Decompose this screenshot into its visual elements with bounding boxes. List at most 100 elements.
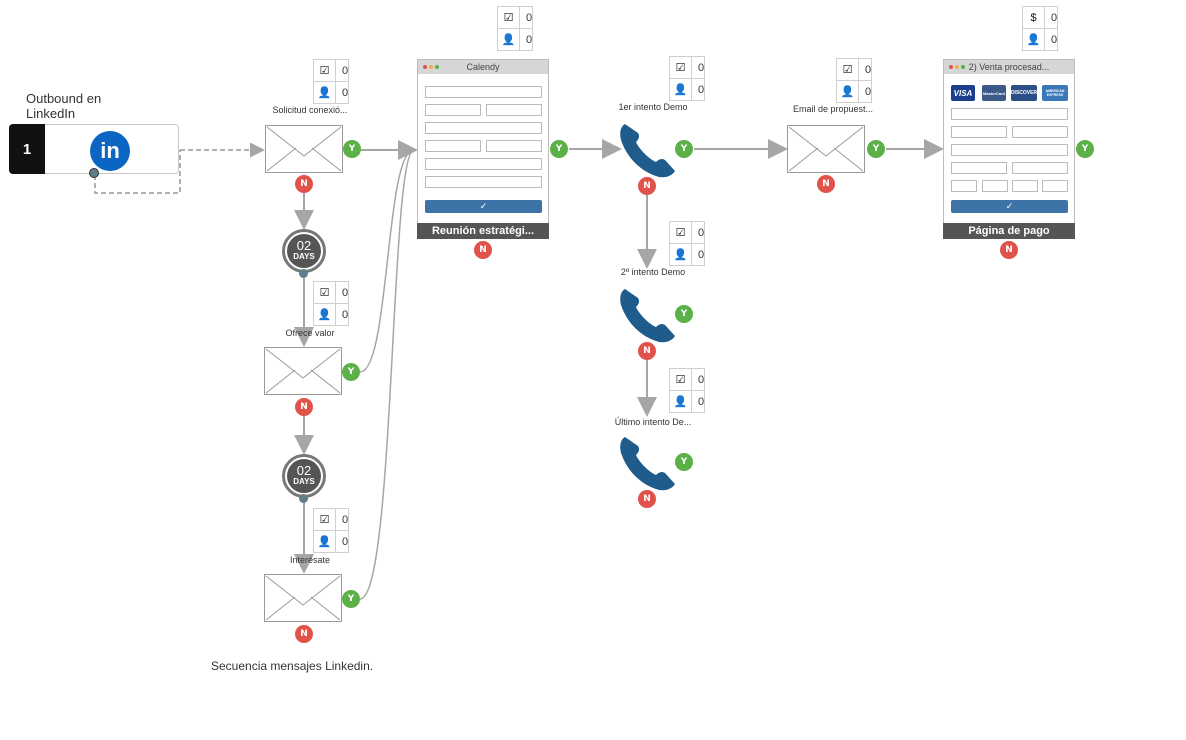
call2-no-badge[interactable]: N: [638, 342, 656, 360]
wait1-number: 02: [296, 238, 312, 253]
discover-card-icon: DISCOVER: [1011, 85, 1037, 101]
payment-no-badge[interactable]: N: [1000, 241, 1018, 259]
calendy-window-bar: Calendy: [418, 60, 548, 74]
wait2-timer-icon[interactable]: 02 DAYS: [282, 454, 326, 498]
email3-stats: ☑0 👤0: [313, 508, 349, 553]
checkbox-icon: ☑: [314, 509, 336, 530]
wait1-connector-handle[interactable]: [299, 269, 308, 278]
checkbox-icon: ☑: [314, 60, 336, 81]
email2-no-badge[interactable]: N: [295, 398, 313, 416]
form-field: [951, 162, 1007, 174]
calendy-page-node[interactable]: Calendy ✓ Reunión estratégi...: [417, 59, 549, 239]
source-step-number: 1: [22, 141, 32, 158]
form-field: [1012, 126, 1068, 138]
wait1-timer-icon[interactable]: 02 DAYS: [282, 229, 326, 273]
email2-yes-badge[interactable]: Y: [342, 363, 360, 381]
person-icon: 👤: [1023, 29, 1045, 50]
connector-source-loop: [94, 150, 181, 194]
calendy-stats: ☑0 👤0: [497, 6, 533, 51]
call2-label: 2º intento Demo: [620, 267, 686, 277]
payment-yes-badge[interactable]: Y: [1076, 140, 1094, 158]
payment-window-bar: 2) Venta procesad...: [944, 60, 1074, 74]
call2-yes-badge[interactable]: Y: [675, 305, 693, 323]
call1-phone-icon[interactable]: [619, 120, 677, 178]
call3-stats: ☑0 👤0: [669, 368, 705, 413]
mastercard-card-icon: MasterCard: [982, 85, 1006, 101]
email1-yes-badge[interactable]: Y: [343, 140, 361, 158]
source-connector-handle[interactable]: [89, 168, 99, 178]
email3-no-badge[interactable]: N: [295, 625, 313, 643]
source-step-tab: [9, 124, 45, 174]
form-field: [486, 104, 542, 116]
calendy-no-badge[interactable]: N: [474, 241, 492, 259]
form-field: [1012, 162, 1068, 174]
email2-stats: ☑0 👤0: [313, 281, 349, 326]
calendy-footer: Reunión estratégi...: [417, 223, 549, 239]
calendy-submit-button: ✓: [425, 200, 542, 213]
checkbox-icon: ☑: [837, 59, 859, 80]
form-field: [425, 158, 542, 170]
call3-label: Último intento De...: [614, 417, 692, 427]
call2-phone-icon[interactable]: [619, 285, 677, 343]
call1-yes-badge[interactable]: Y: [675, 140, 693, 158]
connector-email2-calendy: [359, 149, 415, 373]
email3-label: Interésate: [289, 555, 331, 565]
connector-email3-calendy: [359, 149, 415, 600]
call1-label: 1er intento Demo: [618, 102, 688, 112]
visa-card-icon: VISA: [951, 85, 975, 101]
source-node[interactable]: 1 in: [9, 124, 179, 178]
payment-submit-button: ✓: [951, 200, 1068, 213]
form-field: [1012, 180, 1038, 192]
window-dots-icon: [949, 65, 965, 69]
call3-no-badge[interactable]: N: [638, 490, 656, 508]
form-field: [982, 180, 1008, 192]
linkedin-icon: in: [90, 131, 130, 171]
wait2-connector-handle[interactable]: [299, 494, 308, 503]
form-field: [425, 122, 542, 134]
form-field: [951, 126, 1007, 138]
payment-window-title: 2) Venta procesad...: [968, 62, 1050, 72]
checkbox-icon: ☑: [670, 57, 692, 78]
email4-envelope-icon[interactable]: [787, 125, 865, 173]
email4-no-badge[interactable]: N: [817, 175, 835, 193]
person-icon: 👤: [314, 304, 336, 325]
person-icon: 👤: [670, 391, 692, 412]
email3-envelope-icon[interactable]: [264, 574, 342, 622]
email3-yes-badge[interactable]: Y: [342, 590, 360, 608]
call3-phone-icon[interactable]: [619, 433, 677, 491]
payment-stats: $0 👤0: [1022, 6, 1058, 51]
sequence-note: Secuencia mensajes Linkedin.: [211, 659, 374, 673]
wait2-unit: DAYS: [293, 477, 315, 486]
call1-stats: ☑0 👤0: [669, 56, 705, 101]
email1-stats: ☑0 👤0: [313, 59, 349, 104]
email4-yes-badge[interactable]: Y: [867, 140, 885, 158]
email2-envelope-icon[interactable]: [264, 347, 342, 395]
person-icon: 👤: [670, 79, 692, 100]
email2-label: Ofrece valor: [285, 328, 335, 338]
form-field: [425, 140, 481, 152]
email4-stats: ☑0 👤0: [836, 58, 872, 103]
checkbox-icon: ☑: [670, 222, 692, 243]
email1-label: Solicitud conexió...: [272, 105, 348, 115]
form-field: [425, 86, 542, 98]
person-icon: 👤: [670, 244, 692, 265]
call1-no-badge[interactable]: N: [638, 177, 656, 195]
email1-no-badge[interactable]: N: [295, 175, 313, 193]
form-field: [425, 176, 542, 188]
payment-footer: Página de pago: [943, 223, 1075, 239]
call3-yes-badge[interactable]: Y: [675, 453, 693, 471]
person-icon: 👤: [314, 531, 336, 552]
form-field: [425, 104, 481, 116]
call2-stats: ☑0 👤0: [669, 221, 705, 266]
email1-envelope-icon[interactable]: [265, 125, 343, 173]
email4-label: Email de propuest...: [792, 104, 874, 114]
form-field: [951, 180, 977, 192]
checkbox-icon: ☑: [498, 7, 520, 28]
calendy-yes-badge[interactable]: Y: [550, 140, 568, 158]
form-field: [486, 140, 542, 152]
checkbox-icon: ☑: [670, 369, 692, 390]
payment-page-node[interactable]: 2) Venta procesad... VISA MasterCard DIS…: [943, 59, 1075, 239]
person-icon: 👤: [837, 81, 859, 102]
